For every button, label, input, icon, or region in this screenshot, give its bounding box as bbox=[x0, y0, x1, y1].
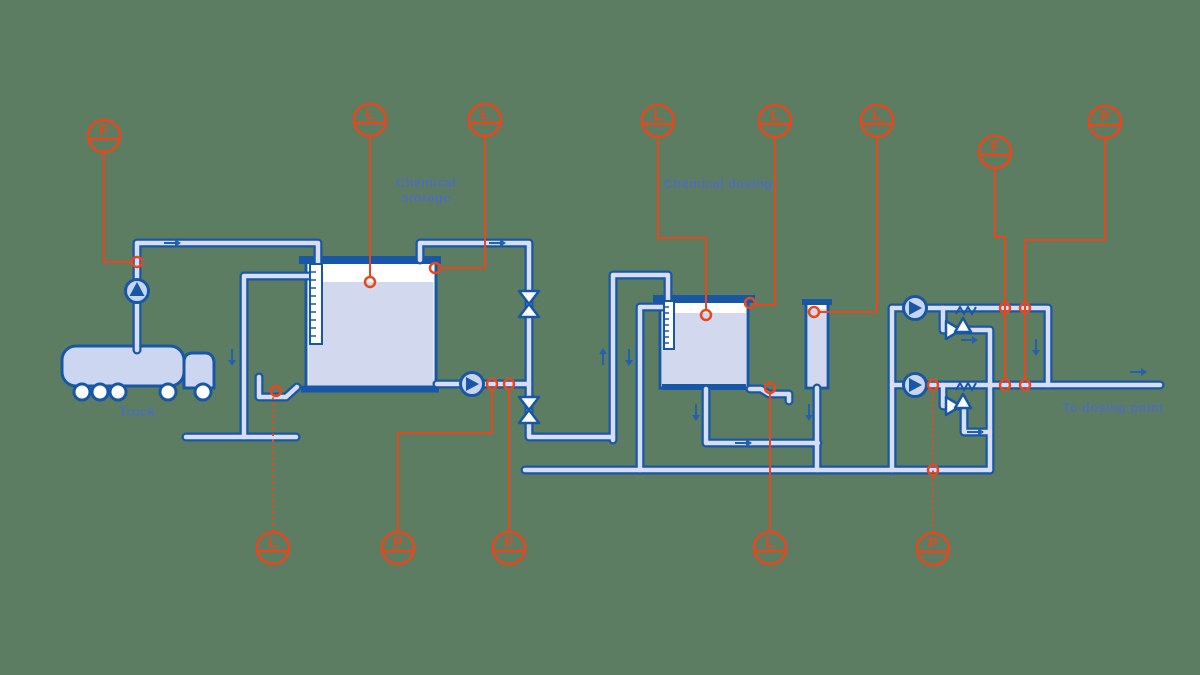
instrument-level-calibration: L bbox=[859, 103, 895, 139]
truck-wheel bbox=[108, 382, 128, 402]
instrument-letter: L bbox=[365, 106, 374, 123]
truck-wheel bbox=[72, 382, 92, 402]
truck-cab bbox=[182, 351, 216, 390]
tap-discharge-flow-1 bbox=[998, 301, 1012, 315]
signal-flow-truck bbox=[103, 152, 132, 263]
signal-pressure-discharge bbox=[1024, 138, 1106, 380]
flow-arrow-right bbox=[735, 439, 752, 447]
flow-arrow-down bbox=[228, 349, 236, 366]
dosing-pump-1 bbox=[902, 295, 928, 321]
instrument-level-storage-sump: L bbox=[255, 530, 291, 566]
instrument-level-storage-high: L bbox=[467, 102, 503, 138]
instrument-letter: P bbox=[1100, 108, 1110, 125]
tap-pump-pressure bbox=[926, 378, 940, 392]
tap-fill-line bbox=[130, 255, 144, 269]
dosing-pump-2 bbox=[902, 372, 928, 398]
calibration-column bbox=[802, 299, 832, 390]
dosing-level-gauge bbox=[663, 300, 675, 350]
flow-arrow-down bbox=[692, 404, 700, 421]
tap-transfer-flow bbox=[502, 377, 516, 391]
relief-valve-pump1 bbox=[944, 304, 977, 341]
tap-storage-high-level bbox=[428, 261, 442, 275]
tap-storage-level bbox=[363, 275, 377, 289]
measurement-taps bbox=[130, 255, 1032, 477]
signal-level-dosing bbox=[657, 137, 707, 310]
tap-dosing-level bbox=[699, 308, 713, 322]
flow-arrow-up bbox=[599, 348, 607, 365]
instrument-level-dosing: L bbox=[640, 103, 676, 139]
flow-arrow-right bbox=[1130, 368, 1147, 376]
instrument-flow-truck: F bbox=[86, 118, 122, 154]
instrument-flow-discharge: F bbox=[977, 134, 1013, 170]
signal-level-storage-high bbox=[440, 136, 486, 269]
instrument-level-storage: L bbox=[352, 102, 388, 138]
instrument-letter: L bbox=[872, 107, 881, 124]
tanker-truck bbox=[60, 344, 216, 402]
instrument-pressure-pump: P bbox=[915, 531, 951, 567]
signal-pressure-transfer bbox=[397, 389, 493, 532]
storage-label-line2: storage bbox=[401, 190, 450, 205]
storage-label-line1: Chemical bbox=[396, 175, 456, 190]
tap-calibration-level bbox=[807, 305, 821, 319]
tap-dosing-high-level bbox=[743, 296, 757, 310]
truck-wheel bbox=[193, 382, 213, 402]
instrument-letter: L bbox=[770, 107, 779, 124]
storage-tank-liquid bbox=[308, 282, 434, 388]
instrument-letter: L bbox=[268, 534, 277, 551]
truck-unloading-pump bbox=[124, 278, 150, 304]
dosing-tank-liquid bbox=[662, 313, 746, 386]
tap-discharge-flow-2 bbox=[998, 378, 1012, 392]
signal-flow-discharge bbox=[994, 168, 1006, 380]
instrument-level-dosing-high: L bbox=[757, 103, 793, 139]
instrument-signal-lines bbox=[103, 136, 1106, 533]
truck-tank-body bbox=[60, 344, 186, 388]
truck-wheel bbox=[90, 382, 110, 402]
instrument-letter: F bbox=[990, 138, 999, 155]
signal-level-dosing-high bbox=[756, 137, 776, 306]
instrument-letter: F bbox=[504, 534, 513, 551]
flow-arrow-down bbox=[625, 349, 633, 366]
tap-return-line bbox=[926, 463, 940, 477]
flow-arrow-right bbox=[961, 336, 978, 344]
flow-arrow-down bbox=[1032, 339, 1040, 356]
instrument-letter: L bbox=[653, 107, 662, 124]
tap-storage-sump bbox=[269, 384, 283, 398]
flow-arrow-right bbox=[967, 428, 984, 436]
flow-arrow-right bbox=[489, 239, 506, 247]
relief-valve-pump2 bbox=[944, 380, 977, 417]
truck-wheel bbox=[158, 382, 178, 402]
flow-arrows bbox=[164, 239, 1147, 447]
tap-transfer-pressure bbox=[485, 377, 499, 391]
flow-arrow-right bbox=[164, 239, 181, 247]
flow-arrow-down bbox=[805, 404, 813, 421]
calibration-column-liquid bbox=[808, 309, 826, 386]
valve-upper bbox=[517, 289, 541, 319]
instrument-letter: L bbox=[480, 106, 489, 123]
instrument-pressure-discharge: P bbox=[1087, 104, 1123, 140]
transfer-pump bbox=[459, 371, 485, 397]
storage-level-gauge bbox=[309, 263, 323, 345]
instrument-letter: P bbox=[393, 534, 403, 551]
tap-discharge-pressure-1 bbox=[1018, 301, 1032, 315]
instrument-level-dosing-sump: L bbox=[752, 530, 788, 566]
instrument-letter: F bbox=[99, 122, 108, 139]
tap-discharge-pressure-2 bbox=[1018, 378, 1032, 392]
dosing-label: Chemical dosing bbox=[664, 176, 773, 191]
instrument-letter: P bbox=[928, 535, 938, 552]
to-dosing-point-label: To dosing point bbox=[1062, 400, 1163, 415]
instrument-pressure-transfer: P bbox=[380, 530, 416, 566]
tap-dosing-sump bbox=[763, 381, 777, 395]
instrument-flow-transfer: F bbox=[491, 530, 527, 566]
truck-label: Truck bbox=[119, 404, 156, 419]
valve-lower bbox=[517, 395, 541, 425]
signal-level-calibration bbox=[820, 137, 878, 313]
instrument-letter: L bbox=[765, 534, 774, 551]
